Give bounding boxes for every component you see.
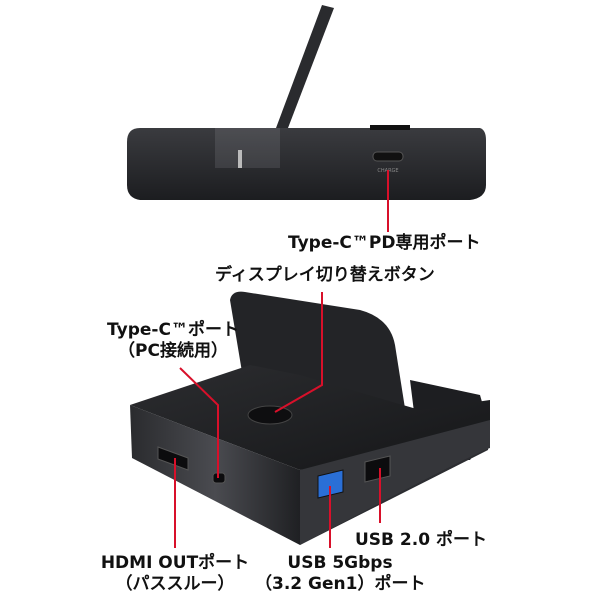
label-pd-port: Type-C™PD専用ポート — [288, 233, 481, 253]
label-display-switch: ディスプレイ切り替えボタン — [215, 265, 435, 285]
callout-typec-port — [179, 367, 219, 478]
callout-lines — [174, 170, 389, 548]
label-usb5-line1: USB 5Gbps — [287, 553, 393, 573]
dock-perspective-view — [130, 291, 490, 545]
label-hdmi-line2: （パススルー） — [115, 574, 235, 594]
label-typec-port: Type-C™ポート （PC接続用） — [88, 320, 258, 362]
usb-2-port-icon — [364, 455, 391, 483]
label-usb2: USB 2.0 ポート — [355, 530, 487, 550]
hdmi-port-icon — [157, 446, 189, 471]
connector-pin — [238, 150, 242, 168]
label-hdmi: HDMI OUTポート （パススルー） — [90, 553, 260, 595]
dock-side-view: CHARGE — [127, 5, 486, 200]
label-typec-line1: Type-C™ポート — [107, 320, 239, 340]
label-hdmi-line1: HDMI OUTポート — [100, 553, 250, 573]
label-typec-line2: （PC接続用） — [118, 341, 228, 361]
pd-port-icon — [372, 151, 404, 162]
callout-display-switch — [274, 292, 323, 413]
usb-5gbps-port-icon — [317, 469, 344, 499]
display-stand-plate — [276, 5, 334, 128]
label-usb5-line2: （3.2 Gen1）ポート — [255, 574, 426, 594]
label-usb5: USB 5Gbps （3.2 Gen1）ポート — [255, 553, 425, 595]
dock-body-side — [127, 128, 486, 200]
display-switch-button — [247, 405, 293, 425]
